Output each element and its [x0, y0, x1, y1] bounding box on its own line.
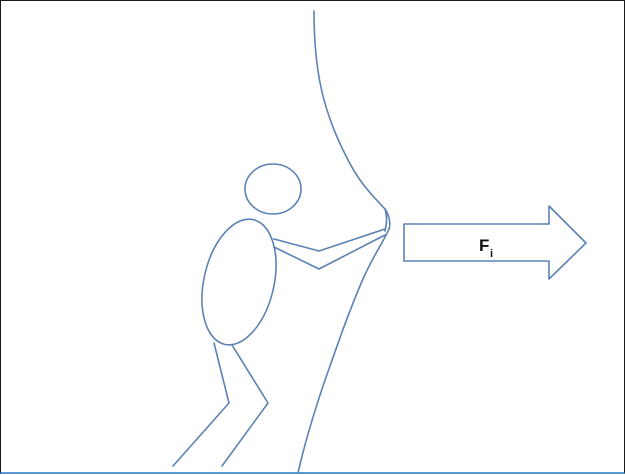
arm-upper — [274, 229, 385, 251]
body-icon — [191, 212, 288, 352]
force-arrow-icon — [404, 206, 586, 279]
force-label-subscript: i — [490, 248, 493, 260]
arm-lower — [274, 235, 385, 269]
force-label: F — [479, 236, 489, 255]
wall-outline-upper — [314, 11, 390, 229]
leg-front — [222, 345, 268, 466]
leg-back — [173, 343, 229, 466]
head-icon — [245, 164, 301, 214]
wall-bulge-inner — [385, 209, 387, 231]
